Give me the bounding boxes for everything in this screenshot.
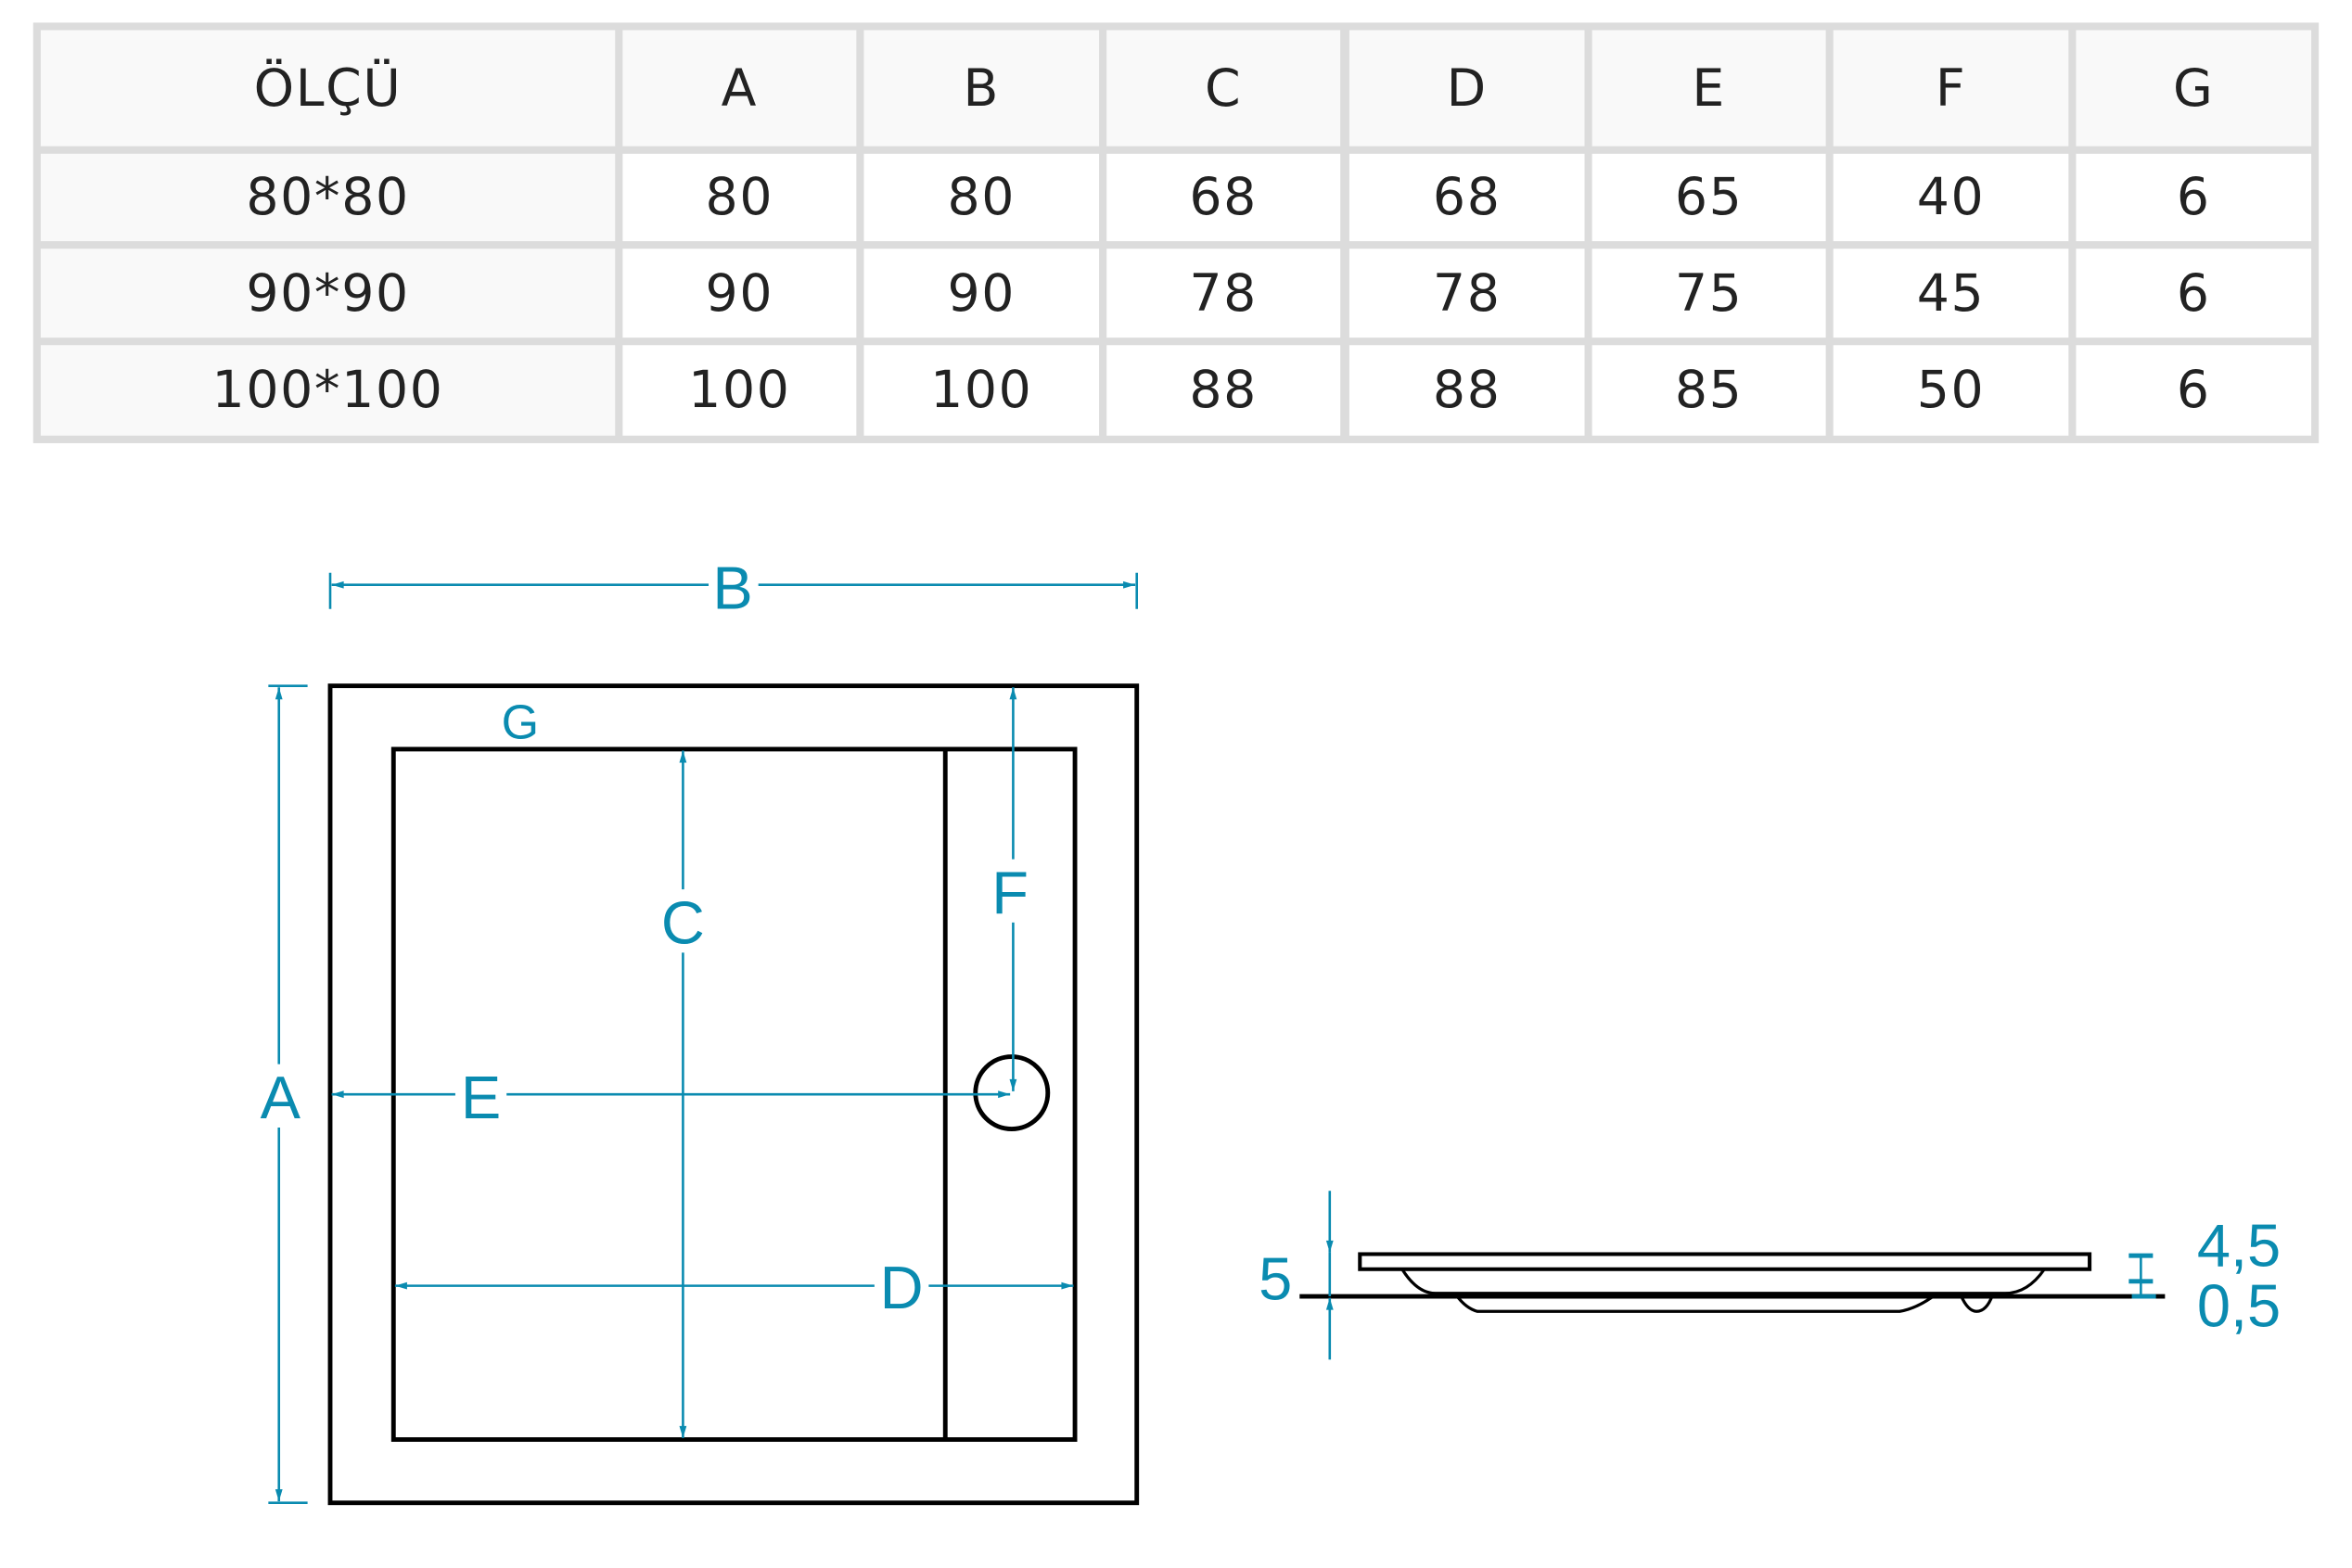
table-cell: 65 [1591, 153, 1826, 242]
table-cell: 100*100 [40, 345, 616, 436]
table-cell: 75 [1591, 249, 1826, 338]
column-header: E [1591, 30, 1826, 147]
drain-hole [973, 1054, 1051, 1132]
table-cell: 88 [1349, 345, 1585, 436]
column-header: A [622, 30, 857, 147]
table-cell: 50 [1833, 345, 2069, 436]
label-b: B [712, 555, 752, 622]
table-cell: 68 [1349, 153, 1585, 242]
table-cell: 68 [1106, 153, 1341, 242]
table-cell: 80 [622, 153, 857, 242]
table-cell: 78 [1106, 249, 1341, 338]
column-header: D [1349, 30, 1585, 147]
label-tray-height: 4,5 [2197, 1212, 2281, 1280]
tray-outer-edge [327, 683, 1140, 1506]
label-d: D [880, 1254, 924, 1321]
tray-profile [1358, 1252, 2092, 1271]
column-header: B [863, 30, 1100, 147]
label-f: F [991, 859, 1029, 926]
table-cell: 100 [622, 345, 857, 436]
label-g: G [502, 696, 539, 750]
table-cell: 90*90 [40, 249, 616, 338]
table-cell: 80*80 [40, 153, 616, 242]
table-cell: 90 [622, 249, 857, 338]
label-a: A [261, 1064, 301, 1131]
label-total-height: 5 [1259, 1244, 1292, 1312]
column-header: F [1833, 30, 2069, 147]
table-cell: 100 [863, 345, 1100, 436]
table-cell: 45 [1833, 249, 2069, 338]
table-cell: 6 [2076, 345, 2312, 436]
label-e: E [461, 1064, 501, 1131]
top-view: B A G C F E D [261, 555, 1140, 1506]
table-cell: 6 [2076, 249, 2312, 338]
tray-underside [1400, 1268, 2046, 1313]
table-cell: 6 [2076, 153, 2312, 242]
column-header: ÖLÇÜ [40, 30, 616, 147]
label-foot-height: 0,5 [2197, 1272, 2281, 1340]
column-header: G [2076, 30, 2312, 147]
table-cell: 90 [863, 249, 1100, 338]
table-cell: 85 [1591, 345, 1826, 436]
label-c: C [661, 889, 705, 957]
table-cell: 88 [1106, 345, 1341, 436]
column-header: C [1106, 30, 1341, 147]
table-cell: 40 [1833, 153, 2069, 242]
side-view: 5 4,5 0,5 [1259, 1191, 2281, 1360]
table-cell: 78 [1349, 249, 1585, 338]
table-cell: 80 [863, 153, 1100, 242]
